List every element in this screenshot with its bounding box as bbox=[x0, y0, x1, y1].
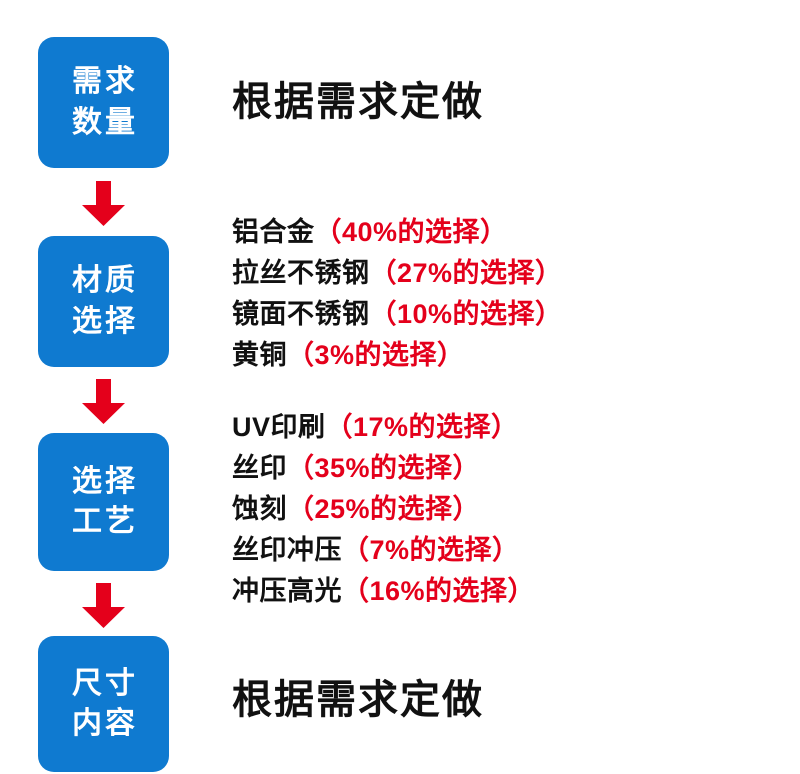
stage-box-demand[interactable]: 需求 数量 bbox=[38, 37, 169, 168]
list-item: 拉丝不锈钢（27%的选择） bbox=[232, 253, 563, 294]
material-option-list: 铝合金（40%的选择） 拉丝不锈钢（27%的选择） 镜面不锈钢（10%的选择） … bbox=[232, 212, 563, 376]
arrow-down-icon bbox=[82, 181, 125, 226]
process-percent: （35%的选择） bbox=[287, 453, 481, 483]
process-name: 冲压高光 bbox=[232, 576, 342, 606]
material-name: 拉丝不锈钢 bbox=[232, 258, 370, 288]
stage-label-line: 选择 bbox=[72, 464, 138, 498]
list-item: 蚀刻（25%的选择） bbox=[232, 489, 535, 530]
stage-label-line: 选择 bbox=[72, 304, 138, 338]
stage-label-line: 内容 bbox=[72, 707, 138, 740]
list-item: 镜面不锈钢（10%的选择） bbox=[232, 294, 563, 335]
process-name: 蚀刻 bbox=[232, 494, 287, 524]
stage-label-line: 数量 bbox=[72, 105, 138, 139]
material-name: 镜面不锈钢 bbox=[232, 299, 370, 329]
stage-box-material[interactable]: 材质 选择 bbox=[38, 236, 169, 367]
stage-box-process[interactable]: 选择 工艺 bbox=[38, 433, 169, 571]
material-name: 铝合金 bbox=[232, 217, 315, 247]
stage-box-size[interactable]: 尺寸 内容 bbox=[38, 636, 169, 772]
list-item: 丝印冲压（7%的选择） bbox=[232, 530, 535, 571]
process-flow-column: 需求 数量 材质 选择 选择 工艺 尺寸 内容 bbox=[38, 0, 170, 774]
arrow-down-icon bbox=[82, 379, 125, 424]
material-percent: （40%的选择） bbox=[314, 217, 508, 247]
process-percent: （7%的选择） bbox=[342, 535, 520, 565]
arrow-down-icon bbox=[82, 583, 125, 628]
material-percent: （27%的选择） bbox=[369, 258, 563, 288]
process-name: UV印刷 bbox=[232, 412, 326, 442]
process-option-list: UV印刷（17%的选择） 丝印（35%的选择） 蚀刻（25%的选择） 丝印冲压（… bbox=[232, 407, 535, 612]
process-percent: （17%的选择） bbox=[325, 412, 519, 442]
list-item: 丝印（35%的选择） bbox=[232, 448, 535, 489]
stage-label-line: 尺寸 bbox=[72, 666, 138, 700]
process-percent: （16%的选择） bbox=[342, 576, 536, 606]
process-name: 丝印 bbox=[232, 453, 287, 483]
stage-label-line: 材质 bbox=[72, 264, 138, 298]
list-item: 铝合金（40%的选择） bbox=[232, 212, 563, 253]
headline-size-content: 根据需求定做 bbox=[232, 678, 484, 722]
headline-demand-quantity: 根据需求定做 bbox=[232, 80, 484, 124]
list-item: 冲压高光（16%的选择） bbox=[232, 571, 535, 612]
material-percent: （10%的选择） bbox=[369, 299, 563, 329]
stage-label-line: 工艺 bbox=[72, 505, 138, 538]
material-name: 黄铜 bbox=[232, 340, 287, 370]
material-percent: （3%的选择） bbox=[287, 340, 465, 370]
content-column: 根据需求定做 铝合金（40%的选择） 拉丝不锈钢（27%的选择） 镜面不锈钢（1… bbox=[232, 0, 792, 774]
process-percent: （25%的选择） bbox=[287, 494, 481, 524]
stage-label-line: 需求 bbox=[72, 65, 138, 99]
list-item: UV印刷（17%的选择） bbox=[232, 407, 535, 448]
list-item: 黄铜（3%的选择） bbox=[232, 335, 563, 376]
process-name: 丝印冲压 bbox=[232, 535, 342, 565]
